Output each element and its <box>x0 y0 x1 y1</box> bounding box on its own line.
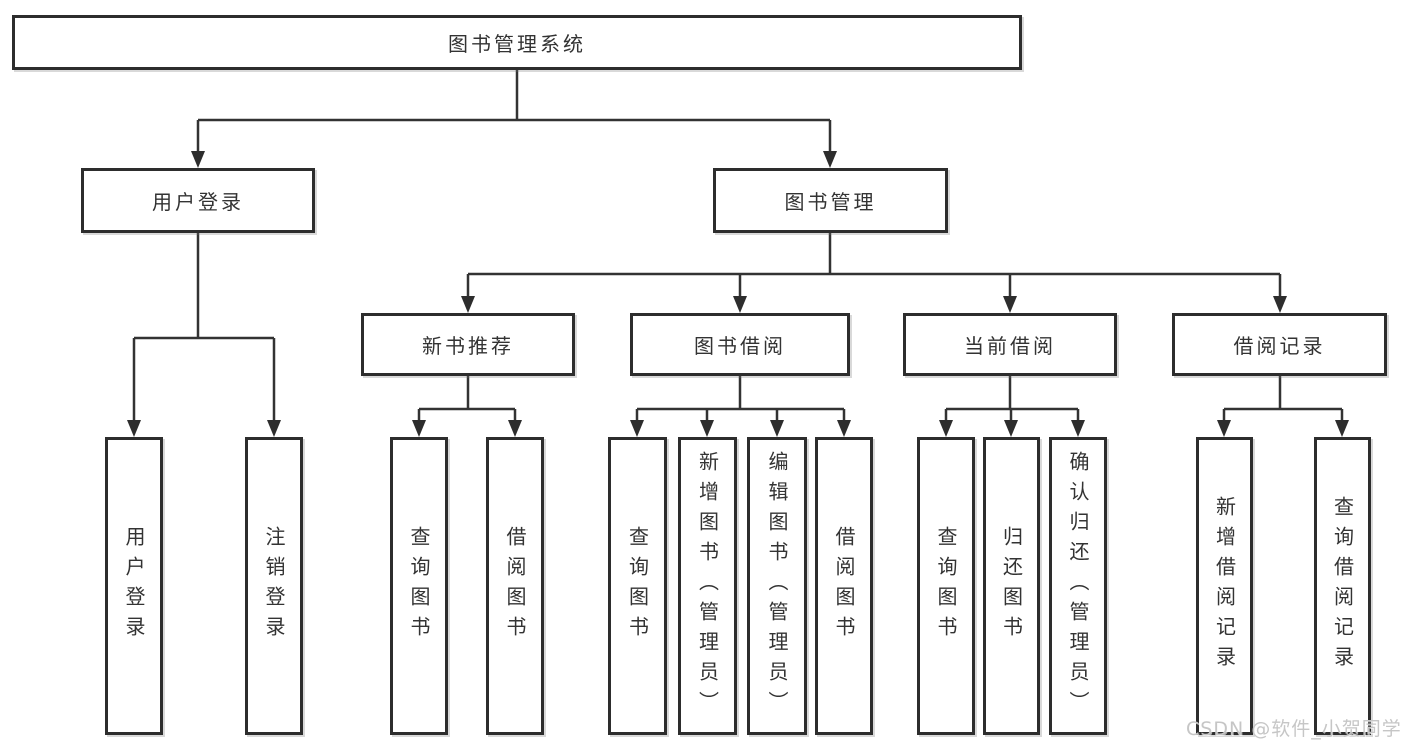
node-borrow-records: 借阅记录 <box>1172 313 1387 376</box>
connector-current-borrow <box>944 376 1080 422</box>
connector-borrow-records <box>1222 376 1344 422</box>
node-root-library-system: 图书管理系统 <box>12 15 1022 70</box>
csdn-watermark: CSDN @软件_小贺同学 <box>1186 718 1402 740</box>
node-current-borrow: 当前借阅 <box>903 313 1117 376</box>
arrowheads-new-books <box>412 420 522 437</box>
connector-root <box>196 70 832 153</box>
connector-book-manage <box>466 233 1282 298</box>
leaf-user-login: 用户登录 <box>105 437 163 735</box>
arrowheads-current-borrow <box>939 420 1085 437</box>
node-book-borrow: 图书借阅 <box>630 313 850 376</box>
connector-new-books <box>417 376 517 422</box>
leaf-query-borrow-record: 查询借阅记录 <box>1314 437 1371 735</box>
leaf-logout: 注销登录 <box>245 437 303 735</box>
leaf-query-books-borrow: 查询图书 <box>608 437 667 735</box>
connector-user-login <box>132 233 276 422</box>
arrowheads-book-borrow <box>630 420 851 437</box>
leaf-return-books: 归还图书 <box>983 437 1040 735</box>
leaf-query-books-current: 查询图书 <box>917 437 975 735</box>
leaf-confirm-return-admin: 确认归还（管理员） <box>1049 437 1107 735</box>
leaf-borrow-books-recommend: 借阅图书 <box>486 437 544 735</box>
node-book-management: 图书管理 <box>713 168 948 233</box>
leaf-add-borrow-record: 新增借阅记录 <box>1196 437 1253 735</box>
arrowheads-user-login <box>127 420 281 437</box>
leaf-edit-books-admin: 编辑图书（管理员） <box>747 437 807 735</box>
node-new-book-recommend: 新书推荐 <box>361 313 575 376</box>
node-user-login: 用户登录 <box>81 168 315 233</box>
leaf-borrow-books: 借阅图书 <box>815 437 873 735</box>
arrowheads-book-manage <box>461 296 1287 313</box>
connector-book-borrow <box>635 376 846 422</box>
leaf-add-books-admin: 新增图书（管理员） <box>678 437 737 735</box>
arrowheads-borrow-records <box>1217 420 1349 437</box>
leaf-query-books-recommend: 查询图书 <box>390 437 448 735</box>
arrowheads-root <box>191 151 837 168</box>
